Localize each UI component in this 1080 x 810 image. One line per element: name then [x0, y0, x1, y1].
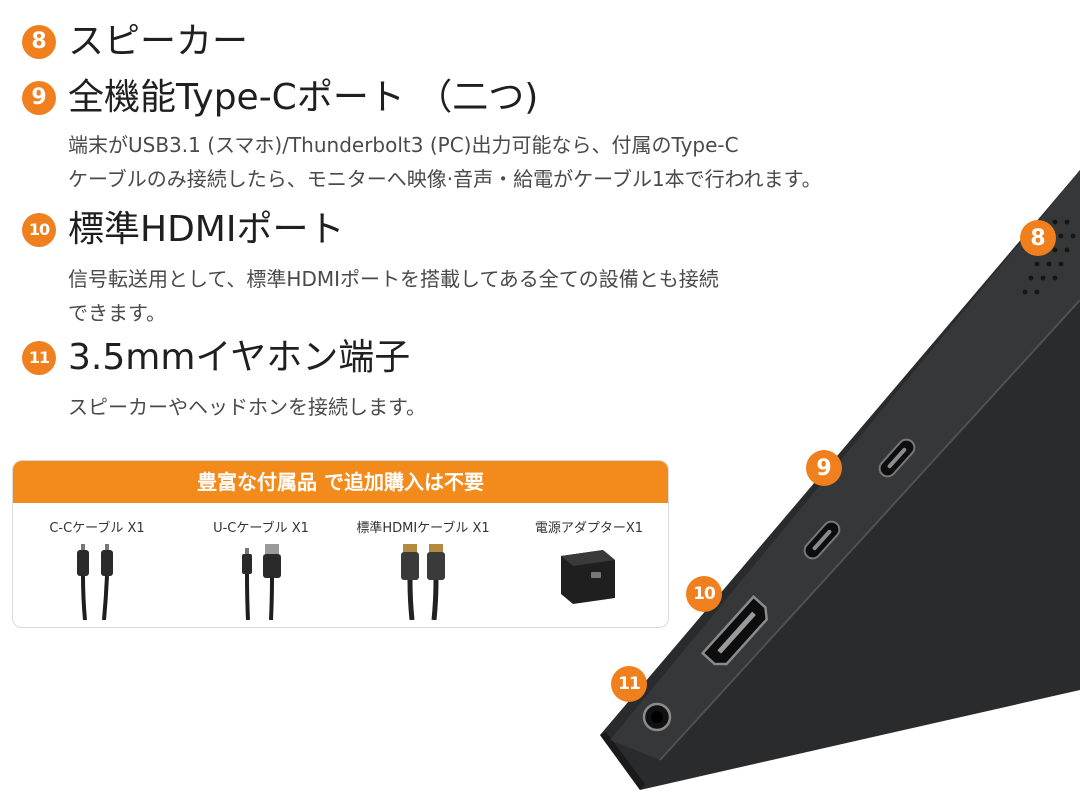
usb-c-cable-icon: [17, 542, 177, 624]
number-badge: 9: [22, 81, 56, 115]
feature-description-hdmi: 信号転送用として、標準HDMIポートを搭載してある全ての設備とも接続 できます。: [68, 267, 719, 325]
number-badge: 11: [22, 341, 56, 375]
feature-heading-hdmi: 10 標準HDMIポート: [22, 208, 344, 252]
accessory-uc-cable: U-Cケーブル X1: [181, 517, 341, 624]
usb-a-cable-icon: [181, 542, 341, 624]
number-badge: 10: [22, 213, 56, 247]
hdmi-cable-icon: [343, 542, 503, 624]
feature-heading-typec: 9 全機能Type-Cポート （二つ): [22, 76, 538, 120]
device-badge-hdmi: 10: [686, 576, 722, 612]
power-adapter-icon: [509, 542, 668, 616]
typec-port-upper: [878, 438, 916, 478]
typec-port-lower: [803, 520, 841, 560]
device-badge-typec: 9: [806, 450, 842, 486]
accessory-label: C-Cケーブル X1: [49, 521, 145, 536]
feature-title: スピーカー: [68, 21, 249, 62]
audio-jack-port: [642, 702, 672, 732]
accessory-power-adapter: 電源アダプターX1: [509, 517, 668, 616]
feature-title: 標準HDMIポート: [68, 209, 345, 250]
feature-title: 全機能Type-Cポート （二つ): [68, 77, 539, 118]
device-badge-audio: 11: [611, 666, 647, 702]
device-badge-speaker: 8: [1020, 220, 1056, 256]
feature-description-audio: スピーカーやヘッドホンを接続します。: [68, 395, 426, 419]
monitor-side-face: [610, 170, 1080, 760]
feature-description-typec: 端末がUSB3.1 (スマホ)/Thunderbolt3 (PC)出力可能なら、…: [68, 133, 822, 191]
accessory-hdmi-cable: 標準HDMIケーブル X1: [343, 517, 503, 624]
feature-heading-audio: 11 3.5mmイヤホン端子: [22, 336, 410, 380]
feature-heading-speaker: 8 スピーカー: [22, 20, 248, 64]
accessory-label: U-Cケーブル X1: [213, 521, 309, 536]
monitor-edge: [600, 732, 645, 790]
accessories-header: 豊富な付属品 で追加購入は不要: [13, 461, 668, 503]
accessories-panel: 豊富な付属品 で追加購入は不要 C-Cケーブル X1 U-Cケーブル X1: [12, 460, 669, 628]
feature-title: 3.5mmイヤホン端子: [68, 337, 411, 378]
accessory-label: 電源アダプターX1: [534, 521, 644, 536]
number-badge: 8: [22, 25, 56, 59]
accessory-label: 標準HDMIケーブル X1: [356, 521, 490, 536]
accessory-cc-cable: C-Cケーブル X1: [17, 517, 177, 624]
